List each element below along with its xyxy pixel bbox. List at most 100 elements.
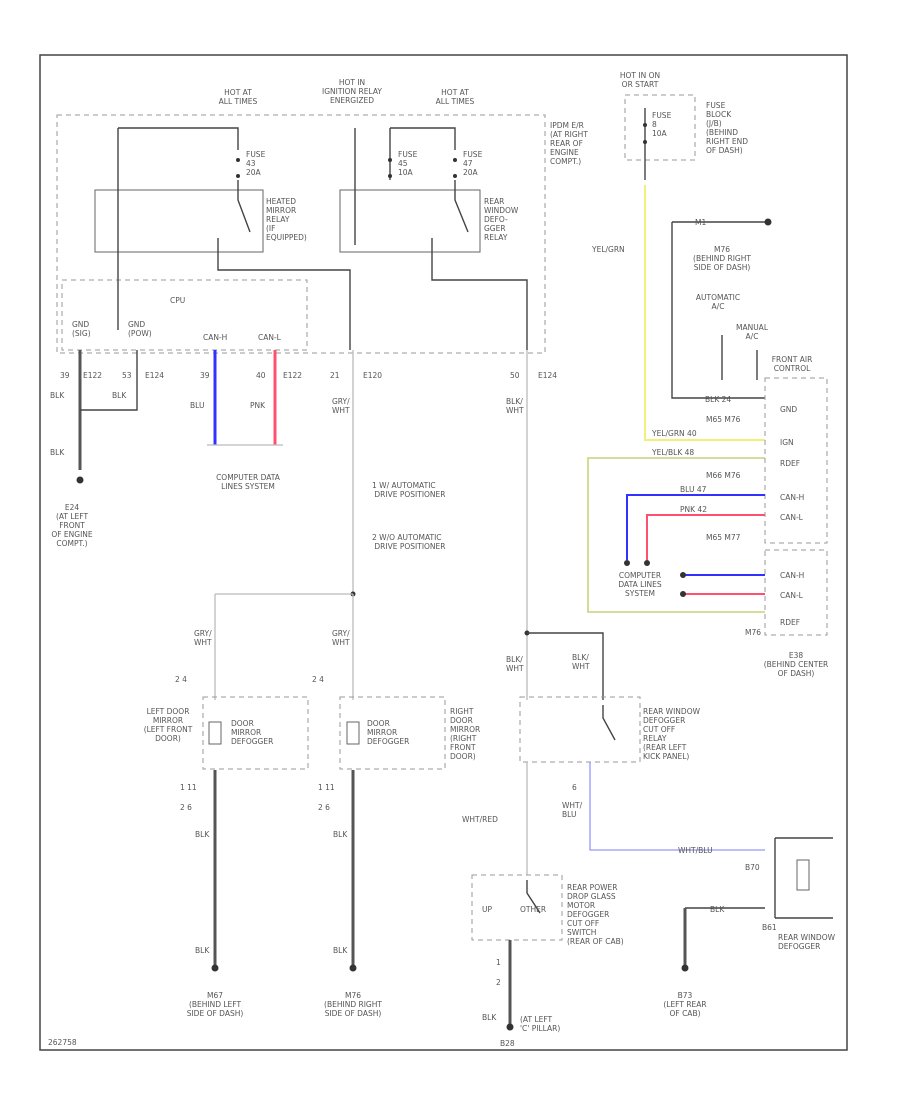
pin-6-label: 6 <box>572 783 577 792</box>
m-gnd-pin: BLK 24 <box>705 395 731 404</box>
switch-other-label: OTHER <box>520 905 546 914</box>
m-rdef-pin: YEL/BLK 48 <box>651 448 694 457</box>
wire-canl-right <box>646 514 765 560</box>
pins-36-left: 2 6 <box>180 803 192 812</box>
heated-relay-switch <box>237 180 251 233</box>
fuse-45-bottom <box>388 174 392 178</box>
wire-yel-blk-rdef <box>587 457 765 613</box>
can-h-terminal <box>624 560 630 566</box>
pins-36-right: 2 6 <box>318 803 330 812</box>
diagram-id: 262758 <box>48 1038 77 1047</box>
note-2: 2 W/O AUTOMATIC DRIVE POSITIONER <box>372 533 446 551</box>
rear-window-defogger-box <box>774 837 833 919</box>
e24-ground-point <box>76 476 84 484</box>
canh-pin-label: CAN-H <box>780 493 804 502</box>
blk-wht-relay-feed: BLK/WHT <box>506 655 524 673</box>
pins-24-left: 2 4 <box>175 675 187 684</box>
cpu-box <box>61 279 308 351</box>
cpu-label: CPU <box>170 296 185 305</box>
m1-label: M1 <box>695 218 706 227</box>
e38-rdef: RDEF <box>780 618 800 627</box>
wht-red-label: WHT/RED <box>462 815 498 824</box>
pin-2-label: 2 <box>496 978 501 987</box>
canl-pin-label: CAN-L <box>780 513 804 522</box>
gnd-pow-label: GND(POW) <box>128 320 152 338</box>
switch-up-label: UP <box>482 905 492 914</box>
m76-ground-point <box>349 964 357 972</box>
cutoff-relay-box <box>519 696 641 763</box>
wire-mid-top <box>390 127 456 150</box>
left-mirror-box <box>202 696 309 770</box>
note-1: 1 W/ AUTOMATIC DRIVE POSITIONER <box>372 481 446 499</box>
gnd-pin-label: GND <box>780 405 797 414</box>
blk-wht-wire: BLK/WHT <box>506 397 524 415</box>
b73-ground-point <box>681 964 689 972</box>
pin-39b-label: 39 <box>200 371 210 380</box>
wire-e38-relay <box>527 632 604 700</box>
b61-label: B61 <box>762 923 777 932</box>
conn-e122-a: E122 <box>83 371 102 380</box>
e38-box <box>764 549 828 636</box>
blk-wire-3: BLK <box>50 448 65 457</box>
gry-wht-wire: GRY/WHT <box>332 397 350 415</box>
pnk-wire: PNK <box>250 401 266 410</box>
m-nums-c: M65 M77 <box>706 533 741 542</box>
wire-heated-relay-out <box>217 238 351 350</box>
pins-24-right: 2 4 <box>312 675 324 684</box>
blk-m67-label: BLK <box>195 946 210 955</box>
fuse-8-bottom <box>643 140 647 144</box>
wire-defog-relay-out <box>431 238 528 350</box>
blk-left-mirror: BLK <box>195 830 210 839</box>
pin-1-label: 1 <box>496 958 501 967</box>
m-ign-pin: YEL/GRN 40 <box>651 429 697 438</box>
right-mirror-box <box>339 696 446 770</box>
fuse-45-top <box>388 158 392 162</box>
blk-b73-label: BLK <box>710 905 725 914</box>
fuse-47-top <box>453 158 457 162</box>
wire-front-air-gnd <box>671 222 765 399</box>
front-air-control-box <box>764 377 828 544</box>
blk-right-mirror: BLK <box>333 830 348 839</box>
blk-b28-label: BLK <box>482 1013 497 1022</box>
pin-50-label: 50 <box>510 371 520 380</box>
b70-label: B70 <box>745 863 760 872</box>
m67-ground-point <box>211 964 219 972</box>
defog-relay-switch <box>454 180 469 233</box>
wire-left-top <box>118 127 239 150</box>
yel-grn-label: YEL/GRN <box>591 245 625 254</box>
b28-ground-label: (AT LEFT'C' PILLAR) <box>520 1015 560 1033</box>
e38-canh: CAN-H <box>780 571 804 580</box>
ipdm-enclosure <box>56 114 546 354</box>
gry-wht-left-mirror: GRY/WHT <box>194 629 212 647</box>
b28-ground-point <box>506 1023 514 1031</box>
fuse-43-top <box>236 158 240 162</box>
wire-yel-grn-ign <box>644 185 765 441</box>
cutoff-relay-switch <box>602 705 616 741</box>
m1-ground-point <box>764 218 772 226</box>
rdef-pin-label: RDEF <box>780 459 800 468</box>
conn-e124-a: E124 <box>145 371 164 380</box>
fuse-43-bottom <box>236 174 240 178</box>
wire-gnd-pow <box>80 350 138 411</box>
can-l-terminal <box>644 560 650 566</box>
e38-canl: CAN-L <box>780 591 804 600</box>
